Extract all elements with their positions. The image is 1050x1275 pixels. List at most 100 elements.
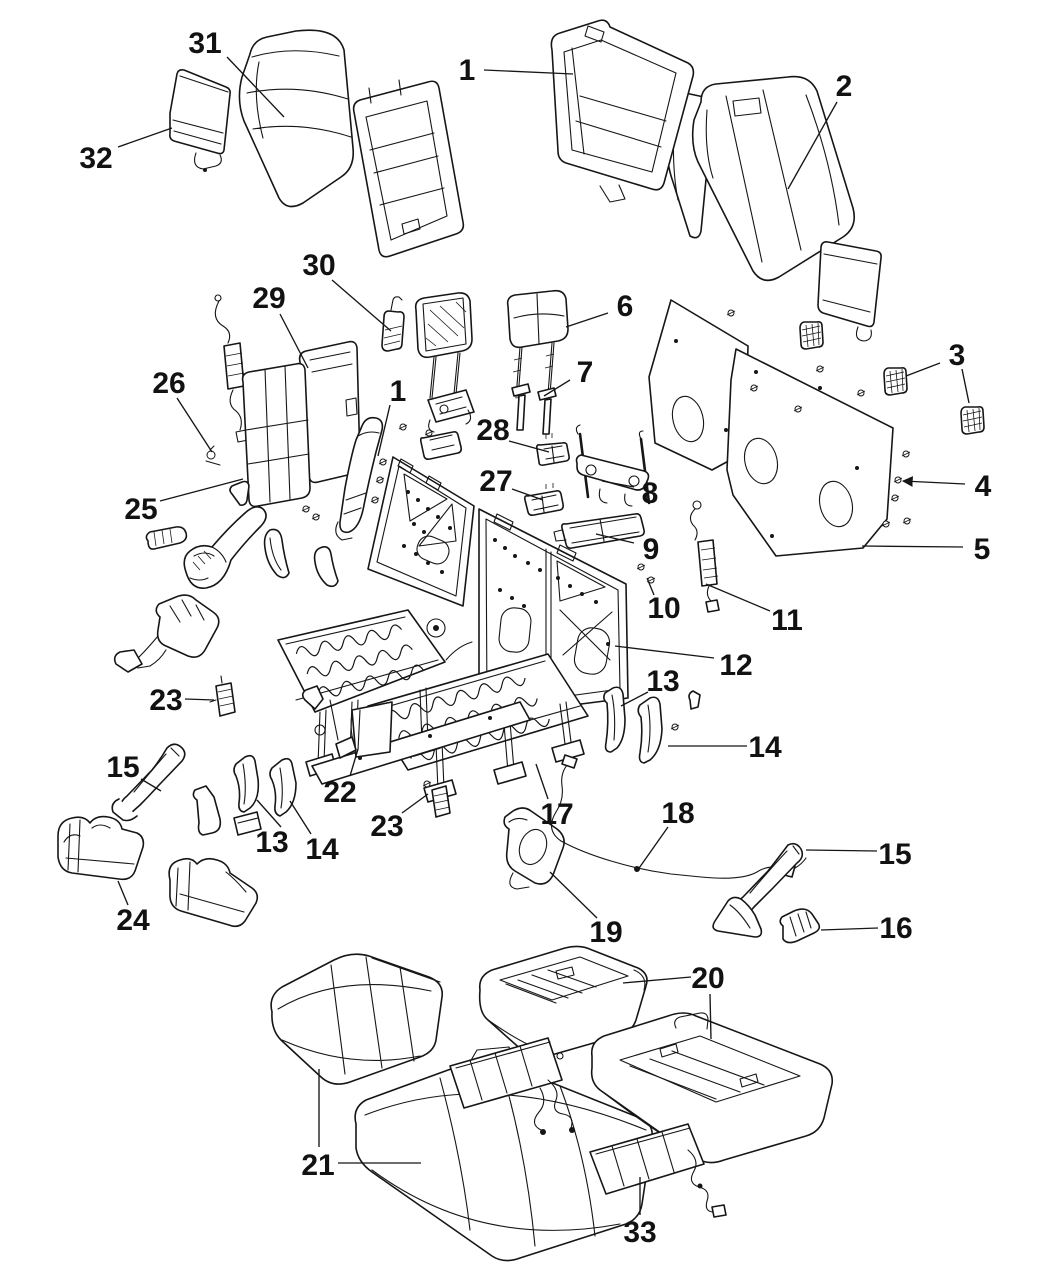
callout-1-mid: 1 (377, 375, 407, 457)
part-2-seatback-cover (691, 75, 856, 282)
part-32-back-panel-cover (169, 69, 231, 172)
callout-22: 22 (323, 748, 359, 809)
callout-26: 26 (152, 367, 213, 453)
callout-13-right: 13 (620, 665, 680, 707)
part-22-lower-trim-panel (350, 701, 393, 758)
part-20-cushion-mid-with-pan (478, 945, 648, 1059)
part-1-bolster-trim (335, 416, 384, 541)
callout-15-right: 15 (805, 838, 912, 871)
heater-pad-center (449, 1037, 575, 1135)
callout-14-right: 14 (668, 731, 782, 764)
callout-number-14-left: 14 (305, 833, 339, 866)
callout-number-25: 25 (124, 493, 157, 526)
callout-number-24: 24 (116, 904, 150, 937)
callout-32: 32 (79, 127, 173, 175)
part-26-clip (205, 445, 221, 466)
part-5-back-panel-left (648, 299, 749, 471)
part-14-pivot-cover-left (269, 757, 297, 817)
hook-clip-small (688, 690, 701, 710)
callout-12: 12 (614, 645, 753, 682)
callout-25: 25 (124, 478, 244, 526)
callout-number-23-left: 23 (149, 684, 182, 717)
callout-27: 27 (479, 465, 544, 501)
side-shield-blade-a (263, 528, 290, 579)
callout-number-33: 33 (623, 1216, 656, 1249)
callout-9: 9 (595, 533, 660, 566)
callout-24: 24 (116, 880, 150, 937)
callout-33: 33 (623, 1177, 657, 1249)
part-21-cushion-upper-left (270, 953, 444, 1085)
callout-10: 10 (646, 577, 681, 625)
part-28-bezel (536, 433, 570, 466)
callout-number-19: 19 (589, 916, 622, 949)
callout-number-23-center: 23 (370, 810, 403, 843)
callout-21: 21 (301, 1069, 421, 1182)
part-23-belt-clip-center (422, 780, 451, 818)
side-shield-second (168, 857, 259, 928)
callout-number-16: 16 (879, 912, 912, 945)
callout-4: 4 (901, 470, 992, 503)
part-1-seatback-frame-60 (550, 19, 695, 203)
callout-number-22: 22 (323, 776, 356, 809)
callout-number-4: 4 (975, 470, 992, 503)
callout-7: 7 (543, 356, 594, 397)
bolster-grommet-2 (883, 367, 908, 396)
callout-number-21: 21 (301, 1149, 334, 1182)
callout-31: 31 (188, 27, 285, 118)
part-7-guide-pins (511, 383, 557, 435)
callout-17: 17 (535, 763, 574, 831)
part-25-armrest-cover (241, 362, 311, 508)
callout-number-3: 3 (949, 339, 966, 372)
callout-number-15-left: 15 (106, 751, 139, 784)
part-19-release-housing (503, 807, 565, 890)
part-11-cable-tensioner (689, 500, 720, 613)
callout-20: 20 (622, 962, 725, 1040)
callout-1-top: 1 (459, 54, 574, 87)
part-31-seatback-cover (238, 29, 355, 208)
headrest-center (414, 292, 473, 399)
part-9-bezel (553, 513, 645, 549)
callout-number-12: 12 (719, 649, 752, 682)
part-27-bezel (524, 483, 564, 516)
callout-28: 28 (476, 414, 550, 453)
callout-number-5: 5 (974, 533, 991, 566)
callout-8: 8 (601, 477, 658, 510)
callout-number-18: 18 (661, 797, 694, 830)
callout-number-13-left: 13 (255, 826, 288, 859)
callout-18: 18 (636, 797, 695, 872)
small-hardware-pair (301, 505, 321, 521)
callout-number-7: 7 (577, 356, 594, 389)
callout-29: 29 (252, 282, 309, 369)
part-33-heater-pad (589, 1123, 727, 1218)
callout-number-11: 11 (771, 604, 803, 637)
part-29-armrest-back-panel (298, 340, 361, 484)
callout-number-20: 20 (691, 962, 724, 995)
callout-number-9: 9 (643, 533, 660, 566)
callout-3: 3 (905, 339, 970, 404)
callout-19: 19 (549, 871, 623, 949)
callout-number-1-mid: 1 (390, 375, 407, 408)
part-23-belt-clip-left (209, 675, 236, 717)
bolster-grommet-1 (799, 321, 824, 350)
callout-16: 16 (820, 912, 913, 945)
part-24-side-shield (57, 815, 145, 881)
part-30-belt-guide (381, 296, 405, 352)
callout-number-6: 6 (617, 290, 634, 323)
callout-6: 6 (565, 290, 634, 328)
callout-14-left: 14 (289, 800, 339, 866)
part-13-pivot-cover-right (603, 686, 626, 753)
latch-bezel-left (419, 431, 462, 460)
armrest-bracket-arm (183, 505, 267, 589)
callout-number-10: 10 (647, 592, 680, 625)
part-13-pivot-cover-left (233, 754, 260, 813)
armrest-hinge-pin (145, 526, 188, 550)
callout-number-26: 26 (152, 367, 185, 400)
callout-number-1-top: 1 (459, 54, 476, 87)
callout-15-left: 15 (106, 751, 162, 792)
callout-23-center: 23 (370, 793, 429, 843)
headrest-latch-bracket (427, 389, 475, 433)
frame-holes-left (402, 490, 452, 574)
callout-number-15-right: 15 (878, 838, 911, 871)
